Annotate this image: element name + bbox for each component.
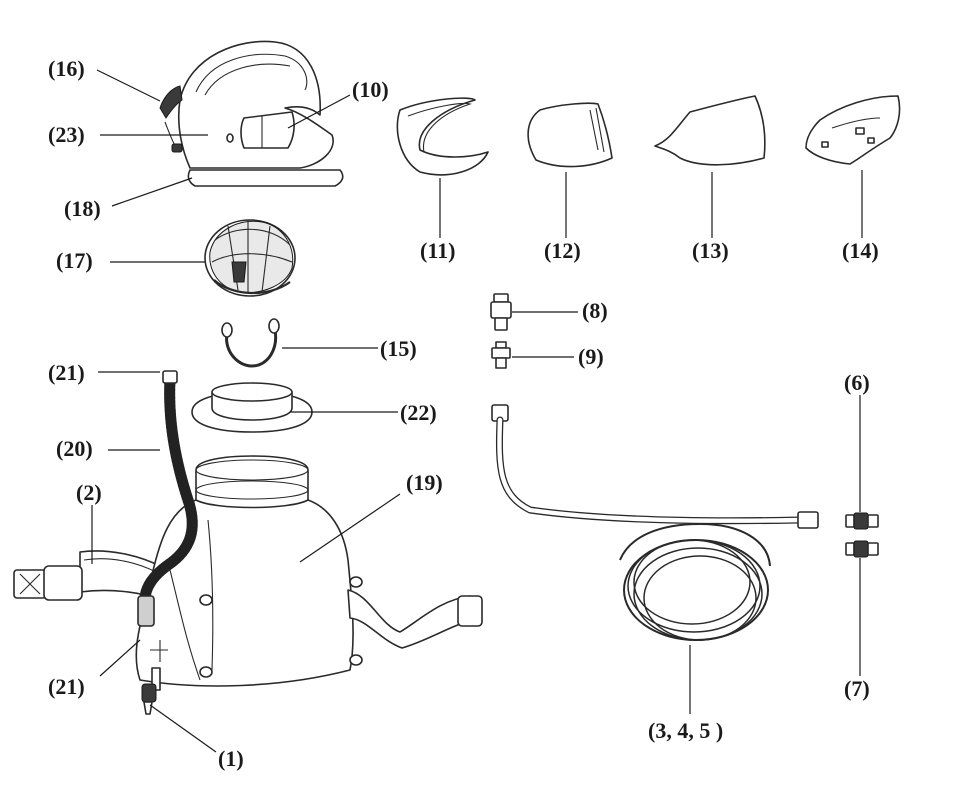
label-15: (15) (380, 336, 417, 361)
corrugated-hose (137, 370, 198, 627)
fitting-7 (845, 540, 879, 558)
coupling-8 (490, 293, 512, 331)
label-18: (18) (64, 196, 101, 221)
inlet-valve (141, 683, 157, 715)
visor-11 (396, 97, 489, 176)
label-14: (14) (842, 238, 879, 263)
label-10: (10) (352, 77, 389, 102)
label-11: (11) (420, 238, 455, 263)
leader-lines (91, 69, 863, 753)
visor-13 (654, 95, 766, 166)
label-1: (1) (218, 746, 244, 771)
helmet (159, 40, 344, 187)
fitting-6 (845, 512, 879, 530)
chin-strap (221, 318, 280, 368)
label-8: (8) (582, 298, 608, 323)
label-16: (16) (48, 56, 85, 81)
label-21-top: (21) (48, 360, 85, 385)
label-7: (7) (844, 676, 870, 701)
label-13: (13) (692, 238, 729, 263)
label-23: (23) (48, 122, 85, 147)
label-20: (20) (56, 436, 93, 461)
air-supply-hose (491, 404, 819, 641)
part-labels: (16) (23) (18) (10) (17) (15) (21) (22) … (48, 56, 879, 771)
label-21-bottom: (21) (48, 674, 85, 699)
visor-12 (527, 102, 613, 168)
label-3-4-5: (3, 4, 5 ) (648, 718, 723, 743)
label-22: (22) (400, 400, 437, 425)
neck-seal (191, 382, 313, 433)
label-9: (9) (578, 344, 604, 369)
label-2: (2) (76, 480, 102, 505)
label-12: (12) (544, 238, 581, 263)
label-17: (17) (56, 248, 93, 273)
nipple-9 (491, 341, 511, 369)
label-6: (6) (844, 370, 870, 395)
label-19: (19) (406, 470, 443, 495)
visor-14 (805, 95, 901, 165)
head-harness (204, 219, 296, 297)
